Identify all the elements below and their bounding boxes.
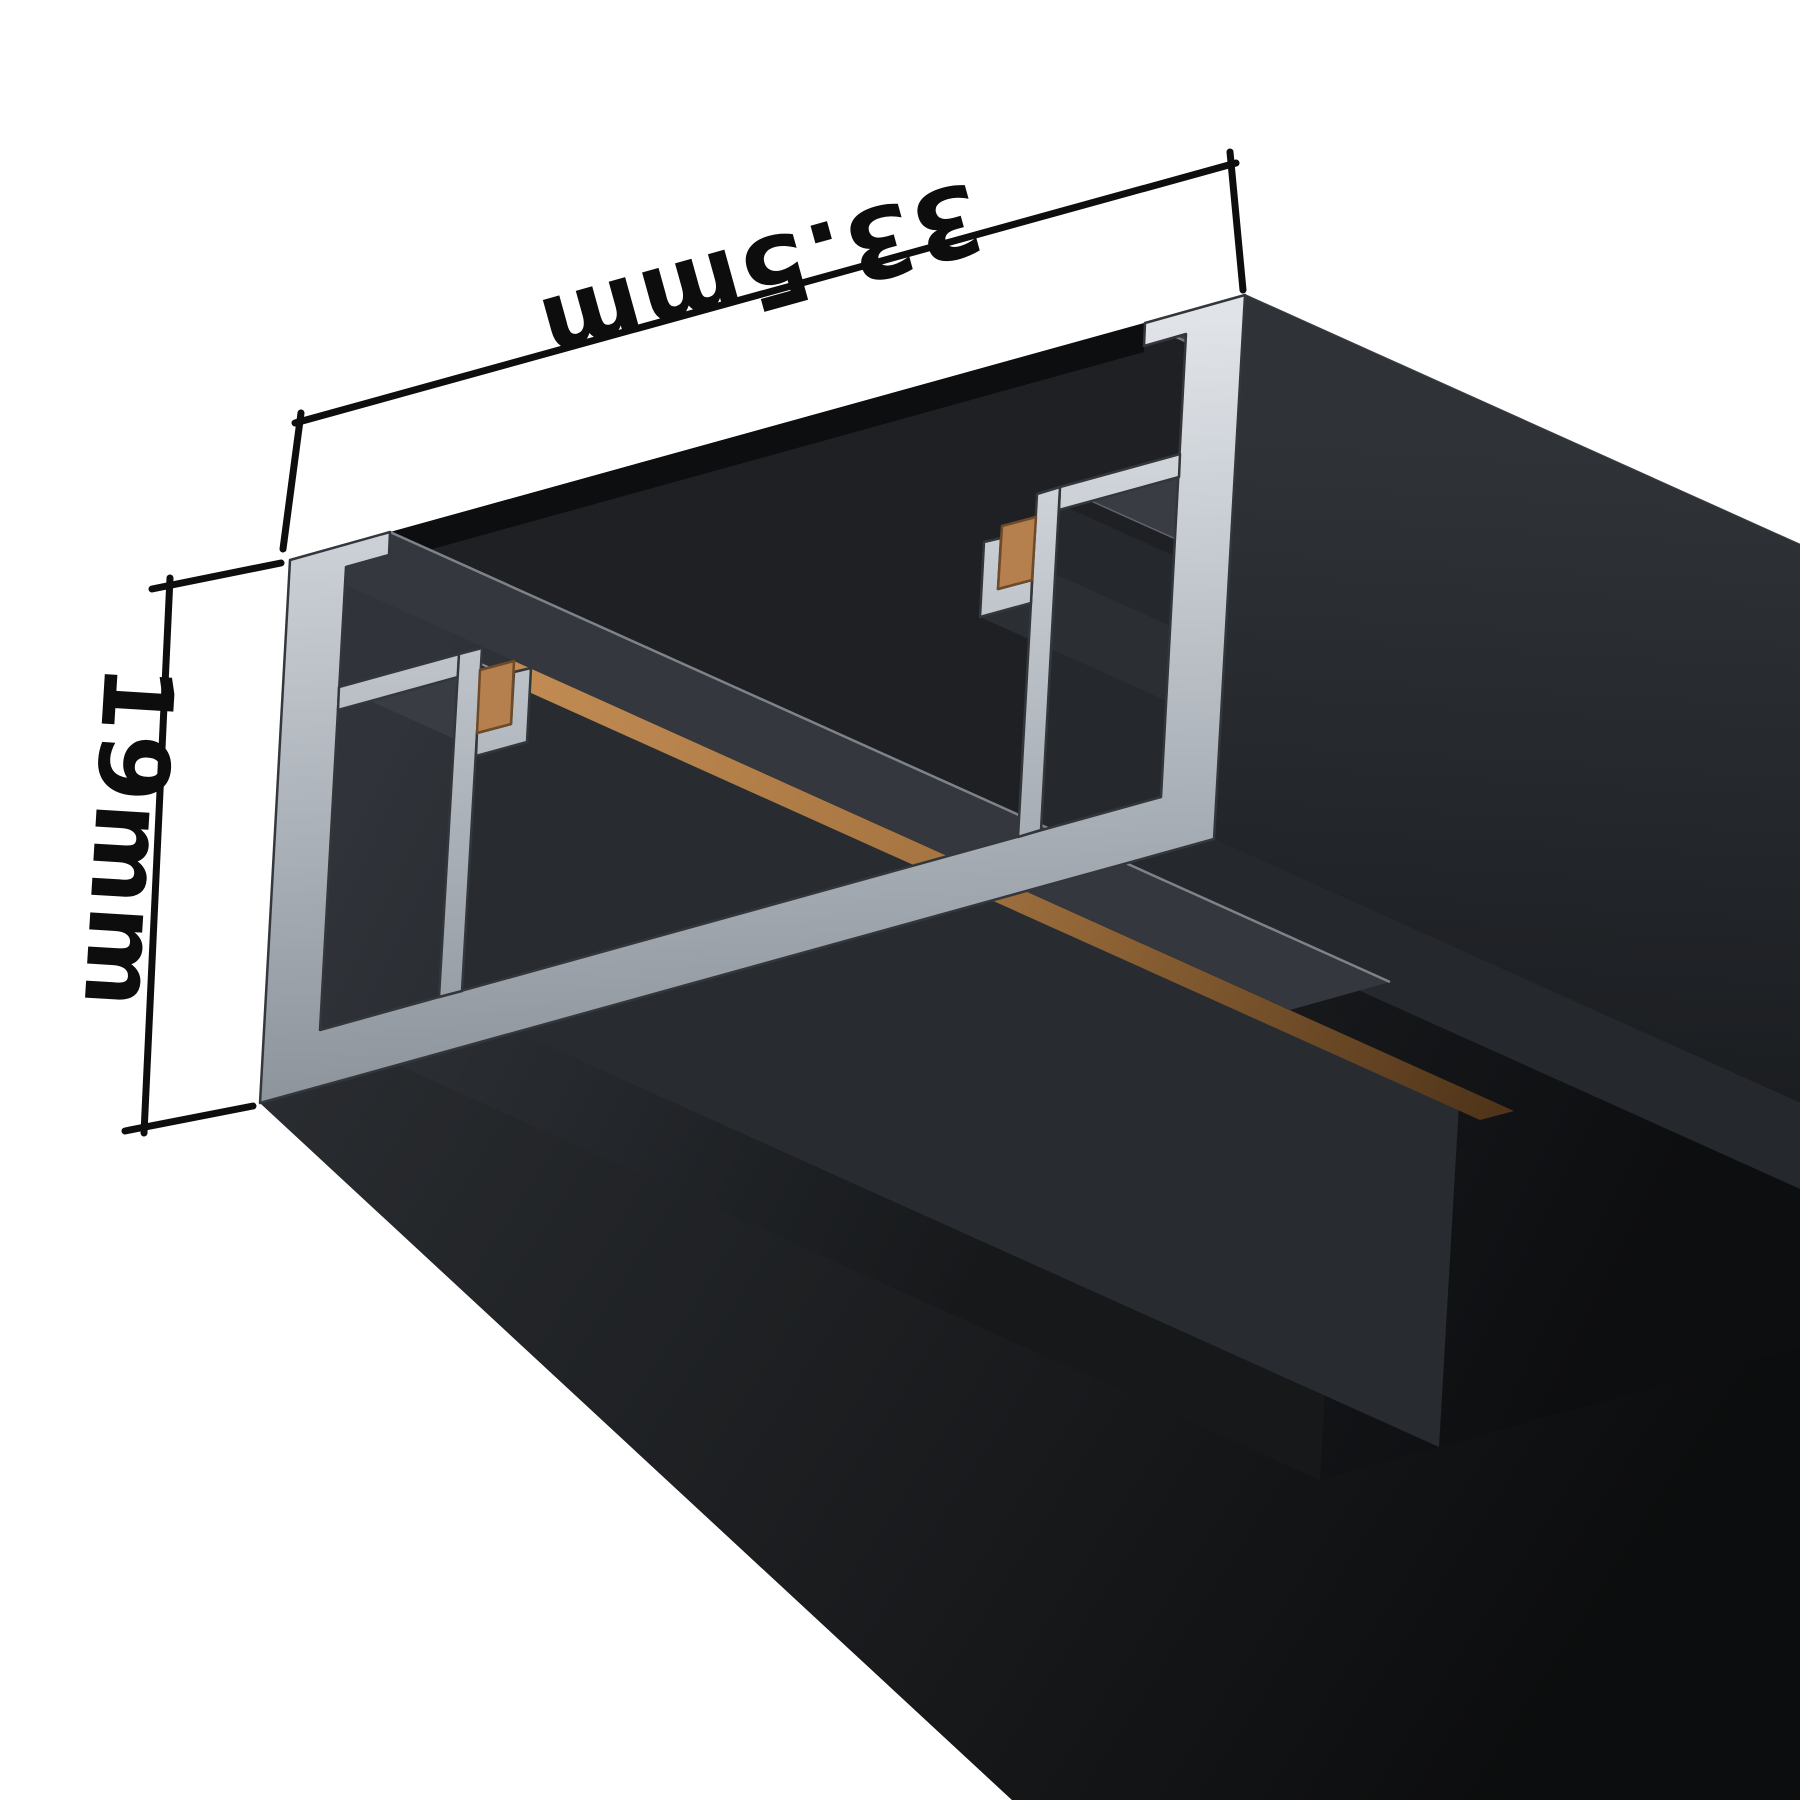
left-carrier-side	[439, 654, 1459, 1447]
height-extension-line-top	[148, 559, 285, 593]
left-carrier-face	[437, 646, 484, 999]
profile-outline	[258, 293, 1247, 1105]
dimension-annotations	[121, 148, 1247, 1137]
width-extension-line-left	[279, 409, 305, 553]
height-dimension	[121, 559, 285, 1137]
right-carrier-face	[1016, 485, 1062, 839]
cross-section-face	[258, 293, 1247, 1105]
left-flange-top-face	[290, 532, 1390, 1010]
left-flange-inner-edge-highlight	[389, 530, 1391, 984]
right-copper-conductor	[996, 515, 1038, 591]
left-copper-conductor	[475, 659, 516, 735]
right-outer-face	[1214, 295, 1800, 1103]
width-dimension	[279, 148, 1247, 553]
width-dimension-line	[291, 159, 1240, 427]
height-dimension-label: 19mm	[62, 661, 196, 1012]
width-extension-line-right	[1226, 148, 1247, 294]
channel-opening-shadow	[389, 323, 1145, 561]
height-dimension-line	[140, 574, 174, 1137]
